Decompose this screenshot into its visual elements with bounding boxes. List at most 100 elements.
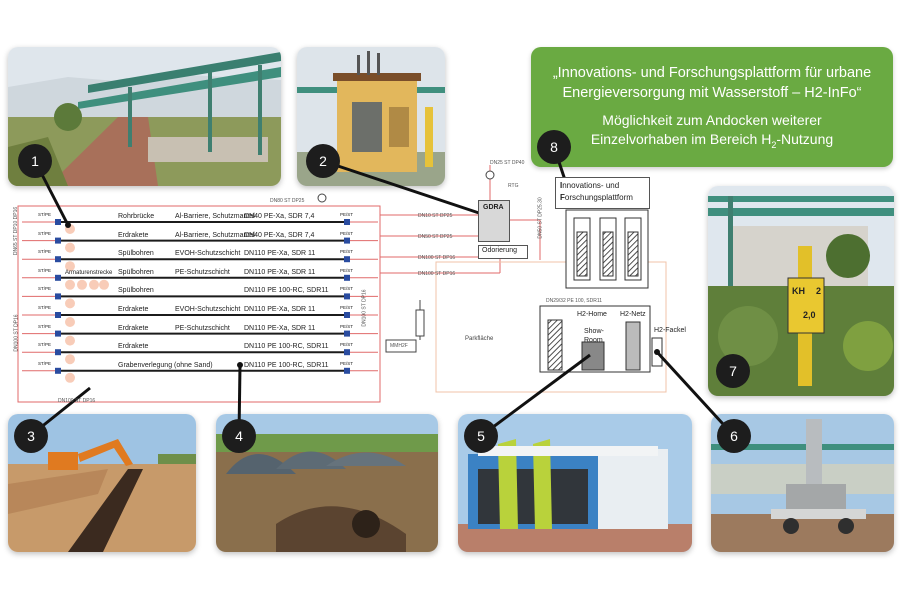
row-7-marker xyxy=(65,335,75,346)
row-8-start-joint xyxy=(55,349,61,356)
row-6-pest-label: PE/ST xyxy=(340,305,354,310)
row-3-spec: DN110 PE-Xa, SDR 11 xyxy=(244,250,316,258)
row-4-end-joint xyxy=(344,274,350,281)
row-1-end-joint xyxy=(344,219,350,225)
distribution-frame xyxy=(17,205,381,403)
callout-5 xyxy=(480,353,591,438)
gdra-box xyxy=(478,200,510,242)
row-1-pest-label: PE/ST xyxy=(340,212,354,217)
dn29-label: DN29/32 PE 100, SDR11 xyxy=(546,298,603,304)
platform-unit-fill-1 xyxy=(576,231,588,277)
callout-6-dot xyxy=(654,349,660,355)
row-7-spec: DN110 PE-Xa, SDR 11 xyxy=(244,324,316,332)
row-7-pest-label: PE/ST xyxy=(340,323,354,329)
rtg-symbol xyxy=(485,170,495,180)
armaturenstrecke-label: Armaturenstrecke xyxy=(65,270,113,276)
row-5-spec: DN110 PE 100-RC, SDR11 xyxy=(244,287,329,295)
sign-val: 2,0 xyxy=(803,310,816,320)
row-7-layer: PE-Schutzschicht xyxy=(175,324,230,332)
row-2-end-joint xyxy=(344,237,350,244)
row-3-start-joint xyxy=(55,256,61,263)
h2-netz-unit xyxy=(625,321,641,371)
row-1-method: Rohrbrücke xyxy=(118,213,155,220)
odorierung-label: Odorierung xyxy=(482,247,518,254)
callout-6 xyxy=(655,350,736,438)
parkflaeche-label: Parkfläche xyxy=(465,336,494,342)
park-area xyxy=(435,261,667,393)
row-8-spec: DN110 PE 100-RC, SDR11 xyxy=(244,343,329,351)
callout-4-dot xyxy=(237,362,243,368)
h2-home-label: H2-Home xyxy=(577,311,607,318)
row-7-method: Erdrakete xyxy=(118,324,149,332)
badge-3: 3 xyxy=(14,419,48,453)
row-9-pest-label: PE/ST xyxy=(340,360,354,366)
row-6-start-joint xyxy=(55,312,61,318)
row-2-start-joint xyxy=(55,237,61,244)
badge-8: 8 xyxy=(537,130,571,164)
row-5-end-joint xyxy=(344,293,350,300)
row-2-method: Erdrakete xyxy=(118,231,149,239)
show-room-box xyxy=(581,341,605,371)
row-5-stpe-label: ST/PE xyxy=(38,286,52,292)
row-7-end-joint xyxy=(344,330,350,337)
row-4-layer: PE-Schutzschicht xyxy=(175,268,230,276)
armatur-marker-2 xyxy=(89,279,99,290)
row-1-stpe-label: ST/PE xyxy=(38,212,52,217)
badge-4: 4 xyxy=(222,419,256,453)
banner-title: „Innovations- und Forschungsplattform fü… xyxy=(552,65,872,101)
mmh2f-label: MMH2F xyxy=(390,343,408,349)
gdra-label: GDRA xyxy=(483,204,504,211)
platform-unit-fill-2 xyxy=(602,231,614,277)
row-5-method: Spülbohren xyxy=(118,287,154,295)
row-3-method: Spülbohren xyxy=(118,250,154,258)
row-4-start-joint xyxy=(55,274,61,281)
h2-netz-label: H2-Netz xyxy=(620,311,646,318)
row-5-pest-label: PE/ST xyxy=(340,286,354,292)
h2-fackel-label: H2-Fackel xyxy=(654,327,686,334)
row-2-layer: Al-Barriere, Schutzmantel xyxy=(175,231,255,239)
row-2-pest-label: PE/ST xyxy=(340,230,354,236)
house-unit-1 xyxy=(547,319,563,371)
row-4-spec: DN110 PE-Xa, SDR 11 xyxy=(244,268,316,276)
dn100a-label: DN100 ST DP16 xyxy=(418,255,456,261)
row-9-spec: DN110 PE 100-RC, SDR11 xyxy=(244,361,329,369)
dn100b-label: DN100 ST DP16 xyxy=(418,271,456,277)
project-banner: „Innovations- und Forschungsplattform fü… xyxy=(531,47,893,167)
row-4-pest-label: PE/ST xyxy=(340,267,354,273)
callout-1-dot xyxy=(65,222,71,228)
row-6-end-joint xyxy=(344,312,350,318)
dn80-label: DN80 ST DP25 xyxy=(270,198,305,204)
armatur-marker-1 xyxy=(77,279,87,290)
callout-2 xyxy=(322,159,486,217)
row-3-layer: EVOH-Schutzschicht xyxy=(175,250,241,258)
sign-num: 2 xyxy=(816,286,822,296)
row-2-stpe-label: ST/PE xyxy=(38,230,52,236)
row-6-spec: DN110 PE-Xa, SDR 11 xyxy=(244,306,316,313)
platform-label-line2: Forschungsplattform xyxy=(560,193,633,202)
dn25-label: DN25 ST DP40 xyxy=(490,160,525,166)
row-8-stpe-label: ST/PE xyxy=(38,342,52,348)
pressure-gauge xyxy=(317,193,327,203)
row-6-method: Erdrakete xyxy=(118,306,149,313)
badge-1: 1 xyxy=(18,144,52,178)
row-1-layer: Al-Barriere, Schutzmantel xyxy=(175,213,255,220)
row-5-start-joint xyxy=(55,293,61,300)
row-3-marker xyxy=(65,261,75,272)
row-6-marker xyxy=(65,317,75,327)
row-4-method: Spülbohren xyxy=(118,268,154,276)
show-room-label: Show- Room xyxy=(584,328,604,344)
row-3-pest-label: PE/ST xyxy=(340,249,354,255)
rtg-label: RTG xyxy=(508,183,519,189)
row-8-end-joint xyxy=(344,349,350,356)
row-8-method: Erdrakete xyxy=(118,343,149,351)
platform-label-line1: Innovations- und xyxy=(560,181,620,190)
mmh2f-unit xyxy=(415,309,425,337)
badge-2: 2 xyxy=(306,144,340,178)
row-3-stpe-label: ST/PE xyxy=(38,249,52,255)
row-9-marker xyxy=(65,372,75,383)
badge-6: 6 xyxy=(717,419,751,453)
left-vert-label-1: DN65 ST DP10 DP16 xyxy=(13,206,20,256)
platform-unit-fill-3 xyxy=(627,231,639,277)
row-9-method: Grabenverlegung (ohne Sand) xyxy=(118,361,213,369)
platform-vert-label: DN50 ST DP25.30 xyxy=(537,197,544,239)
